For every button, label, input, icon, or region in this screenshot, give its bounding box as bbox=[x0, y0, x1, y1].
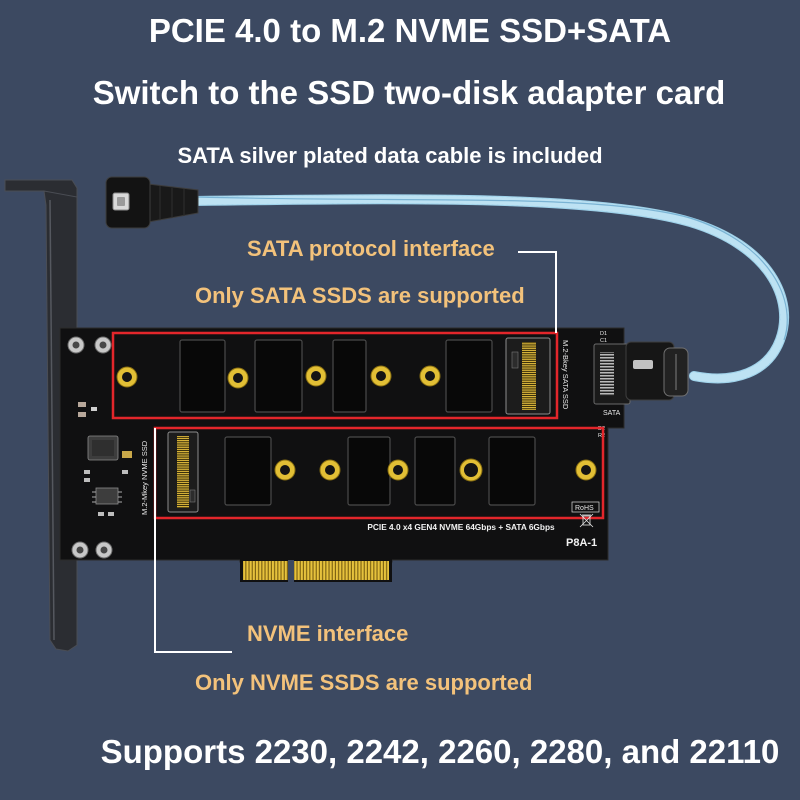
mkey-slot-label: M.2-Mkey NVME SSD bbox=[140, 440, 149, 515]
sata-cable-plug-right bbox=[625, 341, 689, 401]
silkscreen-c1: C1 bbox=[600, 338, 607, 344]
nvme-callout-pointer bbox=[154, 428, 232, 653]
rohs-mark: RoHS bbox=[575, 505, 594, 512]
controller-chip bbox=[92, 487, 122, 505]
mounting-hole bbox=[575, 459, 597, 481]
board-cutout bbox=[224, 436, 272, 506]
plug-latch-inner bbox=[117, 197, 125, 206]
board-cutout bbox=[414, 436, 456, 506]
smd-part bbox=[84, 478, 90, 482]
mounting-standoff bbox=[459, 458, 483, 482]
bracket-screw bbox=[67, 336, 85, 354]
gold-fingers bbox=[243, 561, 389, 580]
socket-pins bbox=[177, 436, 189, 508]
sata-m2-slot-area bbox=[111, 331, 559, 420]
capacitor bbox=[78, 402, 86, 407]
resistor bbox=[91, 407, 97, 411]
silkscreen-d1: D1 bbox=[600, 331, 607, 337]
pcie-x4-edge-connector bbox=[240, 558, 392, 583]
mounting-hole bbox=[419, 365, 441, 387]
m2-bkey-socket bbox=[505, 337, 551, 415]
smd-part bbox=[108, 512, 114, 516]
cable-twist-line bbox=[195, 196, 788, 341]
socket-key bbox=[511, 351, 519, 369]
smd-part bbox=[98, 512, 104, 516]
sata-callout-title: SATA protocol interface bbox=[247, 236, 495, 261]
smd-part bbox=[122, 470, 128, 474]
bracket-top-flange bbox=[4, 179, 78, 198]
mounting-hole bbox=[387, 459, 409, 481]
nvme-callout-title: NVME interface bbox=[247, 621, 408, 646]
silkscreen-r2: R2 bbox=[598, 433, 605, 439]
bracket-edge-highlight bbox=[49, 199, 55, 641]
left-components bbox=[78, 402, 132, 516]
bkey-slot-label: M.2-Bkey SATA SSD bbox=[561, 340, 570, 410]
mounting-hole bbox=[370, 365, 392, 387]
capacitor bbox=[78, 412, 86, 417]
mounting-hole bbox=[305, 365, 327, 387]
board-spec-label: PCIE 4.0 x4 GEN4 NVME 64Gbps + SATA 6Gbp… bbox=[367, 522, 555, 532]
board-model-label: P8A-1 bbox=[566, 537, 597, 549]
headline-title: PCIE 4.0 to M.2 NVME SSD+SATA bbox=[149, 12, 671, 49]
headline-subtitle: Switch to the SSD two-disk adapter card bbox=[93, 74, 726, 111]
socket-key bbox=[189, 489, 196, 503]
board-cutout bbox=[488, 436, 536, 506]
sata-callout-pointer bbox=[518, 251, 557, 333]
solder-pad bbox=[122, 451, 132, 458]
cable-note: SATA silver plated data cable is include… bbox=[177, 143, 602, 168]
onboard-sata-port bbox=[593, 343, 631, 405]
board-cutout bbox=[347, 436, 391, 506]
plug-latch bbox=[633, 360, 653, 369]
mounting-hole bbox=[274, 459, 296, 481]
mounting-hole bbox=[116, 366, 138, 388]
smd-part bbox=[84, 470, 90, 474]
mounting-hole bbox=[227, 367, 249, 389]
mounting-hole bbox=[319, 459, 341, 481]
key-notch bbox=[288, 560, 294, 583]
board-cutout bbox=[179, 339, 226, 413]
bracket-screw bbox=[71, 541, 89, 559]
board-cutout bbox=[445, 339, 493, 413]
sata-port-label: SATA bbox=[603, 410, 621, 417]
m2-mkey-socket bbox=[167, 431, 199, 513]
socket-pins bbox=[522, 342, 536, 410]
sata-port-pins bbox=[600, 352, 614, 396]
nvme-m2-slot-area: RoHS bbox=[153, 426, 605, 520]
bracket-screw bbox=[94, 336, 112, 354]
board-cutout bbox=[332, 339, 367, 413]
sata-cable-plug-left bbox=[105, 176, 199, 229]
sata-callout-note: Only SATA SSDS are supported bbox=[195, 283, 525, 308]
sata-data-cable bbox=[189, 194, 789, 384]
nvme-callout-note: Only NVME SSDS are supported bbox=[195, 670, 532, 695]
supported-sizes: Supports 2230, 2242, 2260, 2280, and 221… bbox=[101, 733, 780, 770]
plug-boot bbox=[147, 183, 199, 223]
power-inductor bbox=[87, 435, 119, 461]
rohs-mark-frame bbox=[571, 501, 600, 513]
sata-slot-highlight-box bbox=[111, 331, 559, 420]
crossed-bin-icon bbox=[579, 513, 594, 528]
board-cutout bbox=[254, 339, 303, 413]
bracket-screw bbox=[95, 541, 113, 559]
